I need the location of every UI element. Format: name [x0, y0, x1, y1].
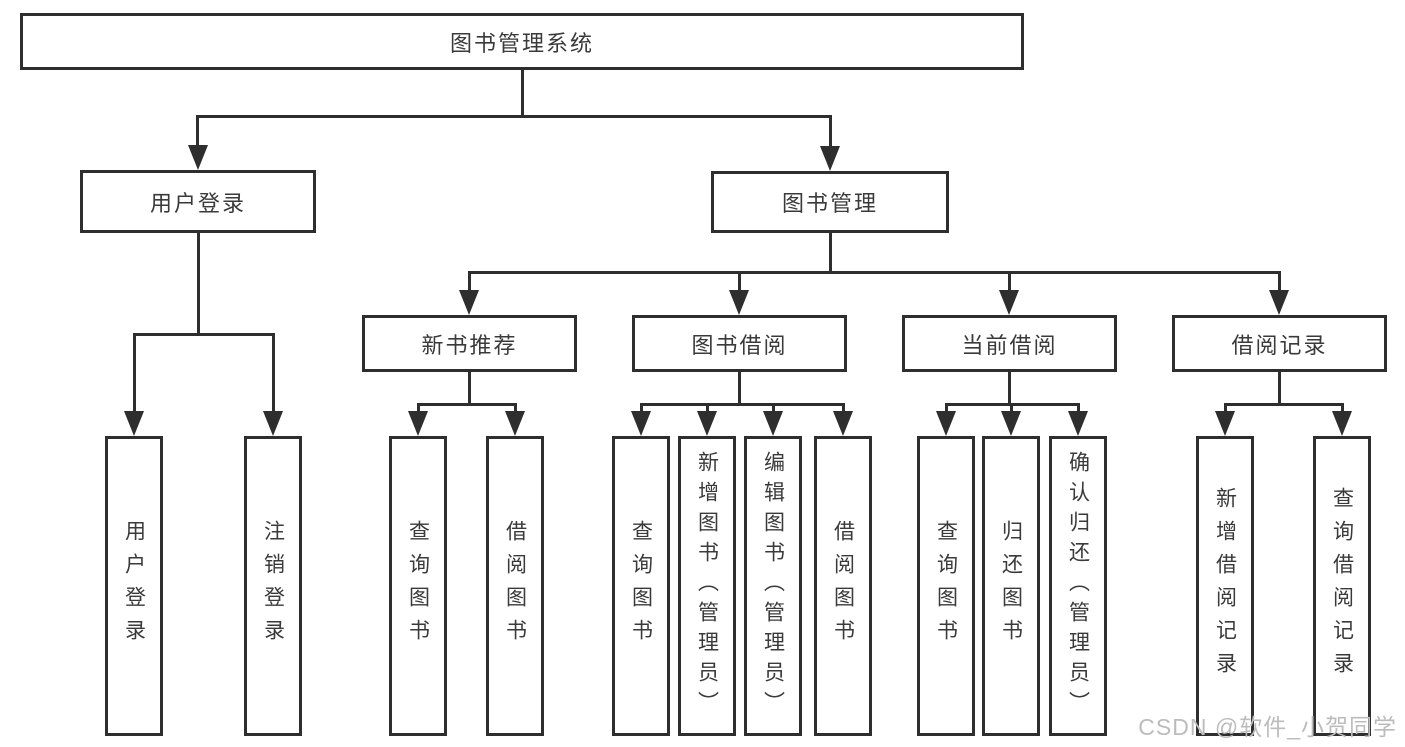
arrowhead-down-icon — [1068, 411, 1088, 436]
connector-line — [640, 403, 844, 406]
connector-line — [1010, 403, 1013, 413]
leaf-add-borrow-record-label: 新增借阅记录 — [1213, 487, 1237, 685]
connector-line — [417, 403, 420, 413]
arrowhead-down-icon — [999, 290, 1019, 315]
connector-line — [1224, 403, 1227, 413]
node-book-borrow-label: 图书借阅 — [691, 332, 788, 358]
connector-line — [468, 271, 1281, 274]
arrowhead-down-icon — [631, 411, 651, 436]
leaf-current-query-book-label: 查询图书 — [934, 520, 958, 652]
leaf-logout-label: 注销登录 — [261, 520, 285, 652]
connector-line — [706, 403, 709, 413]
connector-line — [272, 333, 275, 413]
leaf-user-login: 用户登录 — [105, 436, 163, 736]
arrowhead-down-icon — [263, 411, 283, 436]
leaf-query-borrow-record-label: 查询借阅记录 — [1330, 487, 1354, 685]
connector-line — [1278, 372, 1281, 405]
leaf-newbook-borrow-book: 借阅图书 — [486, 436, 544, 736]
leaf-return-book-label: 归还图书 — [999, 520, 1023, 652]
csdn-watermark: CSDN @软件_小贺同学 — [1138, 714, 1397, 740]
connector-line — [1008, 271, 1011, 293]
node-current-borrow-label: 当前借阅 — [961, 332, 1058, 358]
leaf-edit-book-admin-label: 编辑图书（管理员） — [761, 451, 785, 721]
connector-line — [738, 271, 741, 293]
arrowhead-down-icon — [1215, 411, 1235, 436]
leaf-query-borrow-record: 查询借阅记录 — [1313, 436, 1371, 736]
leaf-borrow-borrow-book-label: 借阅图书 — [831, 520, 855, 652]
connector-line — [640, 403, 643, 413]
connector-line — [829, 233, 832, 273]
arrowhead-down-icon — [408, 411, 428, 436]
connector-line — [468, 372, 471, 405]
leaf-add-book-admin-label: 新增图书（管理员） — [695, 451, 719, 721]
connector-line — [417, 403, 517, 406]
connector-line — [196, 115, 832, 118]
arrowhead-down-icon — [505, 411, 525, 436]
connector-line — [521, 70, 524, 117]
connector-line — [842, 403, 845, 413]
leaf-newbook-borrow-book-label: 借阅图书 — [503, 520, 527, 652]
connector-line — [468, 271, 471, 293]
connector-line — [1341, 403, 1344, 413]
leaf-newbook-query-book-label: 查询图书 — [406, 520, 430, 652]
connector-line — [196, 115, 199, 146]
leaf-borrow-query-book: 查询图书 — [612, 436, 670, 736]
node-book-management: 图书管理 — [711, 171, 949, 233]
connector-line — [133, 333, 275, 336]
node-root: 图书管理系统 — [20, 13, 1024, 70]
connector-line — [514, 403, 517, 413]
node-borrow-records: 借阅记录 — [1172, 315, 1387, 372]
arrowhead-down-icon — [188, 145, 208, 170]
arrowhead-down-icon — [1001, 411, 1021, 436]
leaf-edit-book-admin: 编辑图书（管理员） — [744, 436, 802, 736]
arrowhead-down-icon — [729, 290, 749, 315]
leaf-add-borrow-record: 新增借阅记录 — [1196, 436, 1254, 736]
leaf-logout: 注销登录 — [244, 436, 302, 736]
arrowhead-down-icon — [697, 411, 717, 436]
node-user-login-label: 用户登录 — [149, 190, 246, 216]
leaf-return-book: 归还图书 — [982, 436, 1040, 736]
leaf-newbook-query-book: 查询图书 — [389, 436, 447, 736]
node-book-borrow: 图书借阅 — [632, 315, 847, 372]
connector-line — [829, 115, 832, 147]
connector-line — [738, 372, 741, 405]
node-borrow-records-label: 借阅记录 — [1231, 332, 1328, 358]
connector-line — [1278, 271, 1281, 293]
node-new-book-recommend: 新书推荐 — [362, 315, 577, 372]
arrowhead-down-icon — [124, 411, 144, 436]
connector-line — [1224, 403, 1343, 406]
arrowhead-down-icon — [833, 411, 853, 436]
leaf-confirm-return-admin: 确认归还（管理员） — [1049, 436, 1107, 736]
node-user-login: 用户登录 — [80, 170, 316, 233]
connector-line — [197, 233, 200, 335]
arrowhead-down-icon — [763, 411, 783, 436]
leaf-add-book-admin: 新增图书（管理员） — [678, 436, 736, 736]
arrowhead-down-icon — [936, 411, 956, 436]
arrowhead-down-icon — [459, 290, 479, 315]
leaf-confirm-return-admin-label: 确认归还（管理员） — [1066, 451, 1090, 721]
leaf-current-query-book: 查询图书 — [917, 436, 975, 736]
arrowhead-down-icon — [1269, 290, 1289, 315]
connector-line — [1077, 403, 1080, 413]
connector-line — [133, 333, 136, 413]
arrowhead-down-icon — [1332, 411, 1352, 436]
connector-line — [1008, 372, 1011, 405]
node-current-borrow: 当前借阅 — [902, 315, 1117, 372]
leaf-borrow-query-book-label: 查询图书 — [629, 520, 653, 652]
arrowhead-down-icon — [820, 146, 840, 171]
node-book-management-label: 图书管理 — [781, 191, 878, 216]
node-new-book-recommend-label: 新书推荐 — [421, 332, 518, 358]
leaf-borrow-borrow-book: 借阅图书 — [814, 436, 872, 736]
connector-line — [772, 403, 775, 413]
connector-line — [945, 403, 948, 413]
node-root-label: 图书管理系统 — [449, 30, 594, 56]
leaf-user-login-label: 用户登录 — [122, 520, 146, 652]
